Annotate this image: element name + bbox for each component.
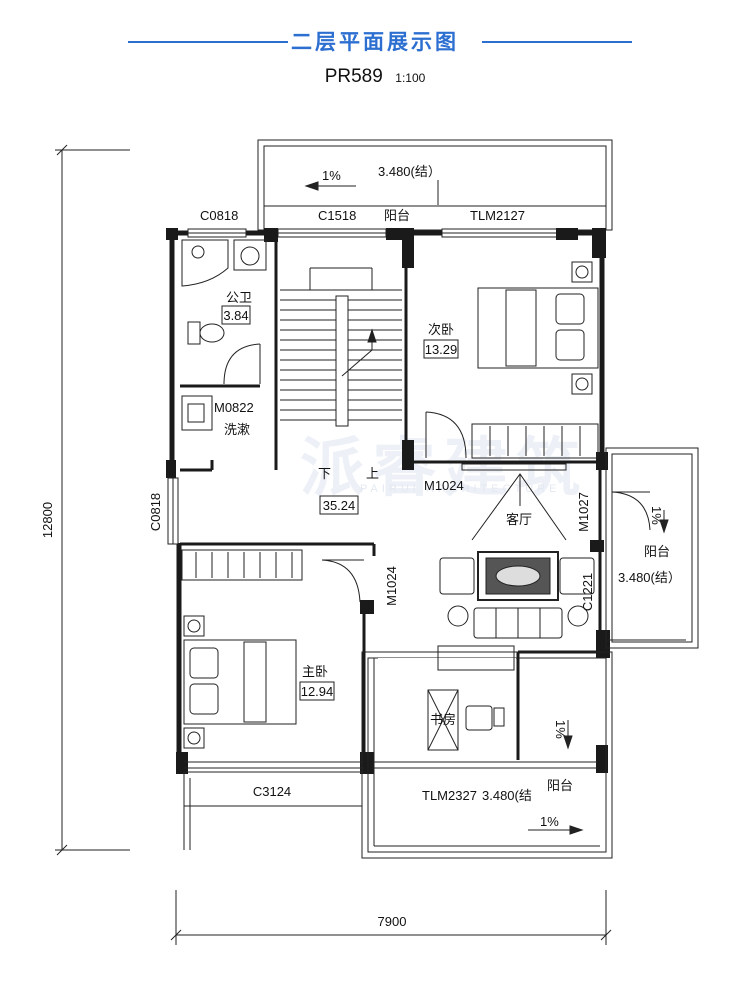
dimension-width — [170, 890, 612, 945]
stair-down-label: 下 — [318, 467, 331, 482]
title-bar: 二层平面展示图 — [0, 26, 750, 56]
slope-arrow-bottom-h — [528, 825, 584, 835]
plan-scale: 1:100 — [395, 71, 426, 85]
left-window — [167, 477, 179, 545]
balcony-right-label: 阳台 — [644, 545, 670, 560]
washbasin-small — [233, 239, 267, 271]
living-sofas — [439, 557, 595, 639]
stair-treads — [280, 299, 402, 421]
door-m1027: M1027 — [576, 492, 591, 532]
window-c3124: C3124 — [253, 784, 291, 799]
second-bedroom-name: 次卧 — [428, 322, 454, 338]
study-furniture — [427, 689, 505, 751]
second-bedroom-area: 13.29 — [425, 342, 458, 357]
wardrobe-second — [471, 423, 599, 459]
second-bedroom-door — [425, 411, 467, 459]
hall-area: 35.24 — [323, 498, 356, 513]
master-bedroom-door — [321, 559, 364, 603]
elevation-top: 3.480(结） — [378, 164, 441, 179]
right-balcony-door — [611, 491, 651, 531]
master-bed — [183, 639, 297, 725]
master-bedroom-area-box — [299, 681, 335, 701]
slope-arrow-top — [304, 181, 356, 191]
window-c1221: C1221 — [580, 573, 595, 611]
cabinet-bottom — [437, 645, 515, 671]
wash-name: 洗漱 — [224, 423, 250, 438]
slope-arrow-bottom-v — [563, 720, 573, 750]
bathroom-area: 3.84 — [223, 308, 248, 323]
top-wall-windows — [187, 228, 559, 238]
hall-area-box — [319, 495, 359, 515]
bottom-wall — [183, 761, 598, 850]
door-tlm2127: TLM2127 — [470, 208, 525, 223]
plan-subtitle: PR589 1:100 — [0, 66, 750, 88]
balcony-right — [605, 447, 699, 649]
wash-basin — [181, 395, 213, 431]
tv-unit — [461, 463, 567, 541]
window-c0818-left: C0818 — [148, 493, 163, 531]
door-m1024-top: M1024 — [424, 478, 464, 493]
second-bedroom-area-box — [423, 339, 459, 359]
wardrobe-master — [181, 549, 303, 581]
master-bedroom-area: 12.94 — [301, 684, 334, 699]
door-m0822: M0822 — [214, 400, 254, 415]
watermark: 派睿建筑 PAIRUI ARCHITECTURE — [300, 432, 580, 506]
window-c1518: C1518 — [318, 208, 356, 223]
balcony-top-label: 阳台 — [384, 209, 410, 224]
plan-code: PR589 — [324, 66, 383, 87]
shower — [181, 239, 229, 287]
master-bedroom-name: 主卧 — [302, 665, 328, 680]
balcony-bottom-fill — [378, 658, 516, 758]
stairs — [280, 267, 402, 427]
title-line-right — [482, 41, 632, 43]
balcony-top — [257, 139, 613, 231]
height-dimension-label: 12800 — [40, 502, 55, 538]
stair-up-label: 上 — [366, 467, 379, 482]
door-m1024-mid: M1024 — [384, 566, 399, 606]
slope-arrow-right — [659, 510, 669, 534]
columns — [166, 228, 610, 774]
page-title: 二层平面展示图 — [291, 30, 459, 54]
dimension-height — [55, 144, 130, 856]
title-line-left — [128, 41, 288, 43]
second-bedroom-bed — [477, 287, 599, 369]
door-tlm2327: TLM2327 — [422, 788, 477, 803]
balcony-bottom-label: 阳台 — [547, 779, 573, 794]
stair-arrow — [341, 328, 377, 377]
bathroom-door — [223, 343, 261, 385]
toilet — [187, 321, 225, 345]
study-name: 书房 — [430, 712, 456, 728]
window-c0818-top: C0818 — [200, 208, 238, 223]
living-name: 客厅 — [506, 512, 532, 528]
slope-bottom-a: 1% — [553, 720, 568, 739]
slope-bottom-b: 1% — [540, 814, 559, 829]
second-bedroom-nightstands — [571, 261, 593, 395]
elevation-right: 3.480(结） — [618, 570, 681, 585]
coffee-table — [477, 551, 559, 601]
elevation-bottom: 3.480(结 — [482, 788, 532, 803]
slope-top: 1% — [322, 168, 341, 183]
bathroom-name: 公卫 — [226, 291, 252, 306]
master-nightstands — [183, 615, 205, 749]
width-dimension-label: 7900 — [378, 914, 407, 929]
bathroom-area-box — [221, 305, 251, 325]
